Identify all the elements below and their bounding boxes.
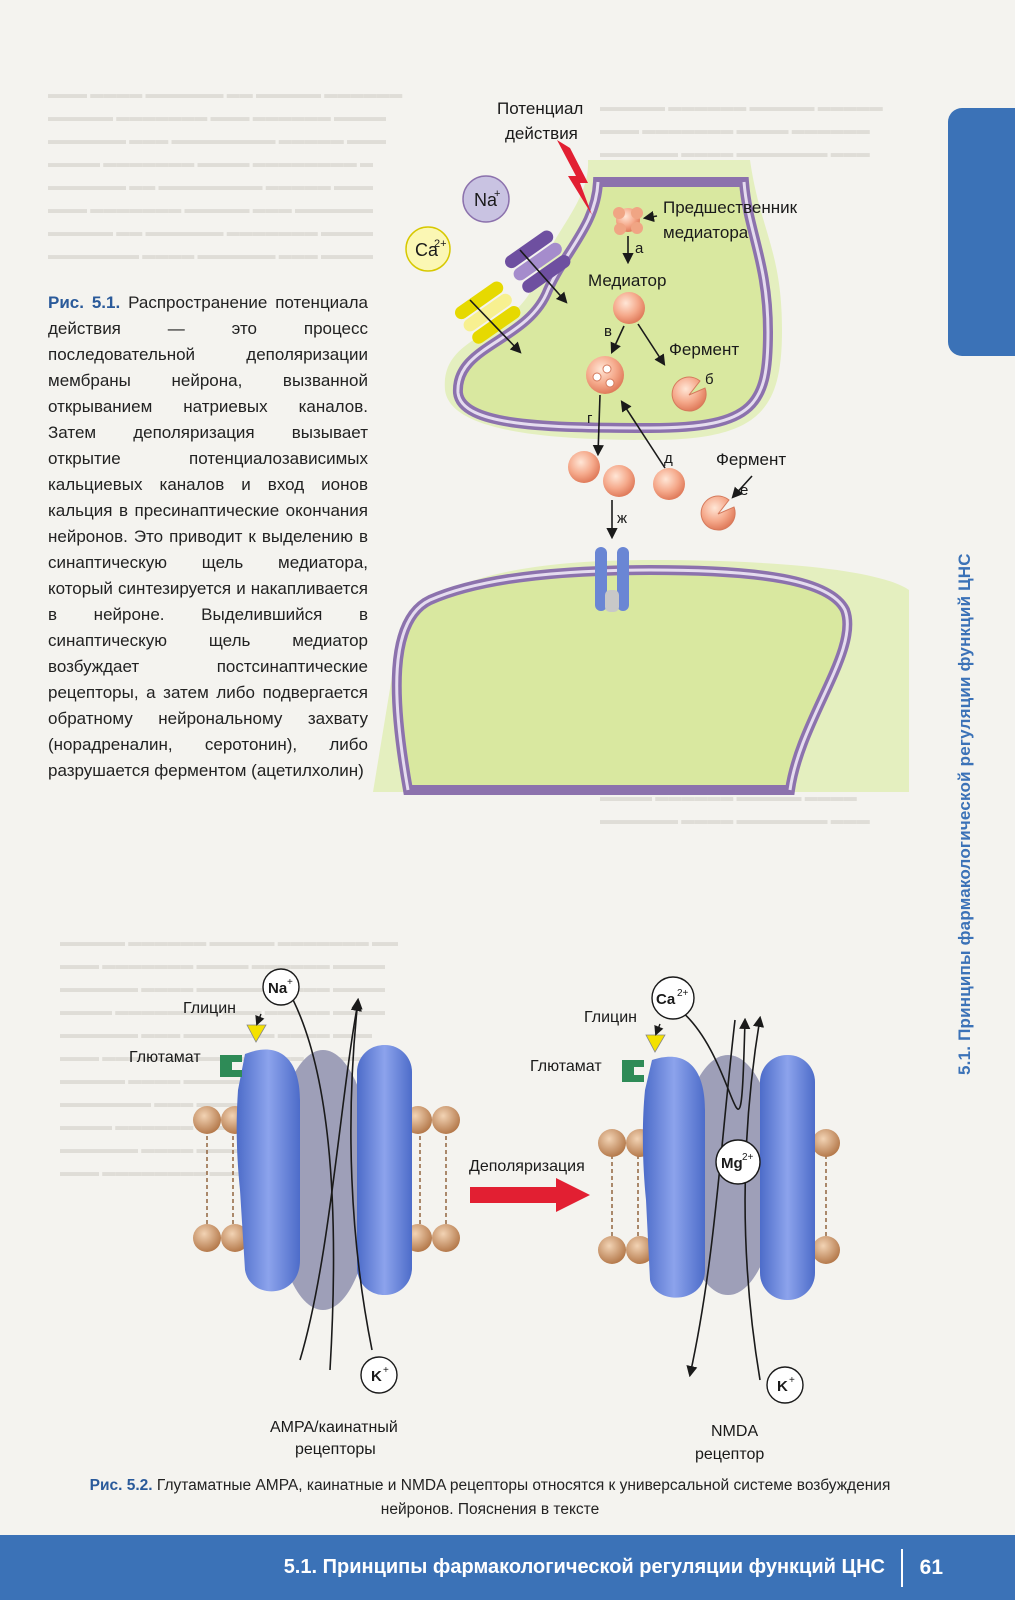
step-a-label: а bbox=[635, 240, 644, 257]
synaptic-vesicle bbox=[586, 356, 624, 394]
precursor-label-1: Предшественник bbox=[663, 198, 798, 217]
enzyme-pacman-e bbox=[700, 495, 736, 531]
postsynaptic-receptor bbox=[595, 547, 629, 612]
depolarization-label: Деполяризация bbox=[469, 1158, 585, 1175]
lightning-icon bbox=[557, 140, 592, 215]
svg-text:Mg: Mg bbox=[721, 1155, 743, 1172]
page-footer: 5.1. Принципы фармакологической регуляци… bbox=[0, 1535, 1015, 1600]
svg-text:K: K bbox=[777, 1378, 788, 1395]
glycine-label-left: Глицин bbox=[183, 1000, 236, 1017]
step-zh-label: ж bbox=[617, 510, 627, 527]
calcium-channel bbox=[454, 281, 521, 344]
mediator-molecule bbox=[613, 292, 645, 324]
action-potential-label-1: Потенциал bbox=[497, 99, 583, 118]
flow-arrow-left-2 bbox=[299, 999, 362, 1361]
svg-text:+: + bbox=[383, 1365, 389, 1376]
svg-text:+: + bbox=[287, 977, 293, 988]
figure-5-1-caption-text: Распространение потенциала действия — эт… bbox=[48, 293, 369, 780]
step-d-label: д bbox=[664, 450, 673, 467]
receptor-subunit-right-2 bbox=[760, 1055, 815, 1300]
postsynaptic-membrane-inner bbox=[395, 568, 849, 791]
released-mediator-1 bbox=[568, 451, 600, 483]
mg-ion: Mg 2+ bbox=[715, 1139, 761, 1185]
nmda-label-2: рецептор bbox=[695, 1446, 764, 1463]
step-b-label: б bbox=[705, 371, 714, 388]
step-g-label: г bbox=[587, 410, 593, 427]
receptor-subunit-right-1 bbox=[642, 1056, 705, 1298]
precursor-label-2: медиатора bbox=[663, 223, 749, 242]
enzyme-pacman-b bbox=[671, 376, 707, 412]
k-ion-right: K + bbox=[766, 1366, 804, 1404]
ampa-label-1: AMPA/каинатный bbox=[270, 1419, 398, 1436]
glycine-ligand-left bbox=[246, 1024, 267, 1043]
synaptic-cleft-background bbox=[373, 160, 909, 792]
nmda-label-1: NMDA bbox=[711, 1423, 758, 1440]
enzyme-label-1: Фермент bbox=[669, 340, 739, 359]
figure-5-2-caption-text: Глутаматные AMPA, каинатные и NMDA рецеп… bbox=[152, 1477, 891, 1518]
figures-canvas: Na + Ca 2+ а bbox=[129, 99, 909, 1463]
step-v-label: в bbox=[604, 323, 612, 340]
svg-text:Ca: Ca bbox=[656, 991, 676, 1008]
ampa-receptor: Na + K + Глицин Глютамат AMPA/каинатный … bbox=[129, 968, 460, 1458]
svg-text:+: + bbox=[494, 188, 500, 200]
k-flow-arrow-left bbox=[350, 997, 373, 1351]
svg-text:2+: 2+ bbox=[677, 988, 689, 999]
glycine-label-right: Глицин bbox=[584, 1009, 637, 1026]
chapter-side-tab bbox=[948, 108, 1015, 356]
svg-text:K: K bbox=[371, 1368, 382, 1385]
ca-ion: Ca 2+ bbox=[405, 226, 451, 272]
ca-flow-arrow bbox=[679, 1009, 751, 1110]
svg-text:Ca: Ca bbox=[415, 240, 439, 260]
receptor-subunit-left-1 bbox=[236, 1049, 300, 1292]
mediator-precursor bbox=[613, 207, 643, 235]
figure-5-2-caption: Рис. 5.2. Глутаматные AMPA, каинатные и … bbox=[60, 1474, 920, 1522]
na-flow-arrow-left bbox=[284, 984, 335, 1371]
svg-text:2+: 2+ bbox=[742, 1152, 754, 1163]
svg-text:Na: Na bbox=[474, 190, 498, 210]
presynaptic-membrane-inner bbox=[456, 181, 770, 430]
glutamate-label-left: Глютамат bbox=[129, 1049, 201, 1066]
receptor-subunit-left-2 bbox=[357, 1045, 412, 1295]
depolarization-arrow: Деполяризация bbox=[469, 1158, 590, 1212]
released-mediator-2 bbox=[603, 465, 635, 497]
figure-5-1-caption: Рис. 5.1. Распространение потенциала дей… bbox=[48, 290, 368, 784]
step-e-label: е bbox=[740, 482, 748, 499]
glycine-ligand-right bbox=[645, 1034, 666, 1053]
released-mediator-3 bbox=[653, 468, 685, 500]
glutamate-ligand-left bbox=[220, 1055, 242, 1077]
bleed-through-text-mid: ▬▬▬▬▬ ▬▬▬▬▬▬ ▬▬▬▬▬ ▬▬▬▬▬▬▬ ▬▬▬▬▬ ▬▬▬▬▬▬▬… bbox=[60, 934, 398, 1179]
footer-section-title: 5.1. Принципы фармакологической регуляци… bbox=[283, 1556, 885, 1578]
glutamate-label-right: Глютамат bbox=[530, 1058, 602, 1075]
ampa-label-2: рецепторы bbox=[295, 1441, 376, 1458]
figure-5-2-receptors-diagram: Na + K + Глицин Глютамат AMPA/каинатный … bbox=[129, 968, 840, 1463]
nmda-receptor: Ca 2+ Mg 2+ K + Глицин Глютамат NMDA рец… bbox=[530, 976, 840, 1463]
svg-text:+: + bbox=[789, 1375, 795, 1386]
mediator-label: Медиатор bbox=[588, 271, 666, 290]
svg-text:2+: 2+ bbox=[434, 238, 447, 250]
glutamate-ligand-right bbox=[622, 1060, 644, 1082]
enzyme-label-2: Фермент bbox=[716, 450, 786, 469]
figure-5-1-label: Рис. 5.1. bbox=[48, 293, 121, 312]
na-ion: Na + bbox=[462, 175, 510, 223]
action-potential-label-2: действия bbox=[505, 124, 578, 143]
sodium-channel bbox=[504, 230, 571, 293]
na-ion-left: Na + bbox=[262, 968, 300, 1006]
ca-ion-right: Ca 2+ bbox=[651, 976, 695, 1020]
footer-separator bbox=[901, 1549, 903, 1587]
flow-arrow-right-out bbox=[686, 1019, 736, 1378]
figure-5-1-synapse-diagram: Na + Ca 2+ а bbox=[373, 99, 909, 795]
bleed-through-text-left: ▬▬▬ ▬▬▬▬ ▬▬▬▬▬▬ ▬▬ ▬▬▬▬▬ ▬▬▬▬▬▬▬▬▬▬▬ ▬▬▬… bbox=[48, 86, 403, 262]
page-number: 61 bbox=[919, 1556, 943, 1579]
k-flow-arrow-right bbox=[744, 1015, 765, 1381]
figure-5-2-label: Рис. 5.2. bbox=[89, 1477, 153, 1494]
k-ion-left: K + bbox=[360, 1356, 398, 1394]
svg-text:Na: Na bbox=[268, 980, 288, 997]
